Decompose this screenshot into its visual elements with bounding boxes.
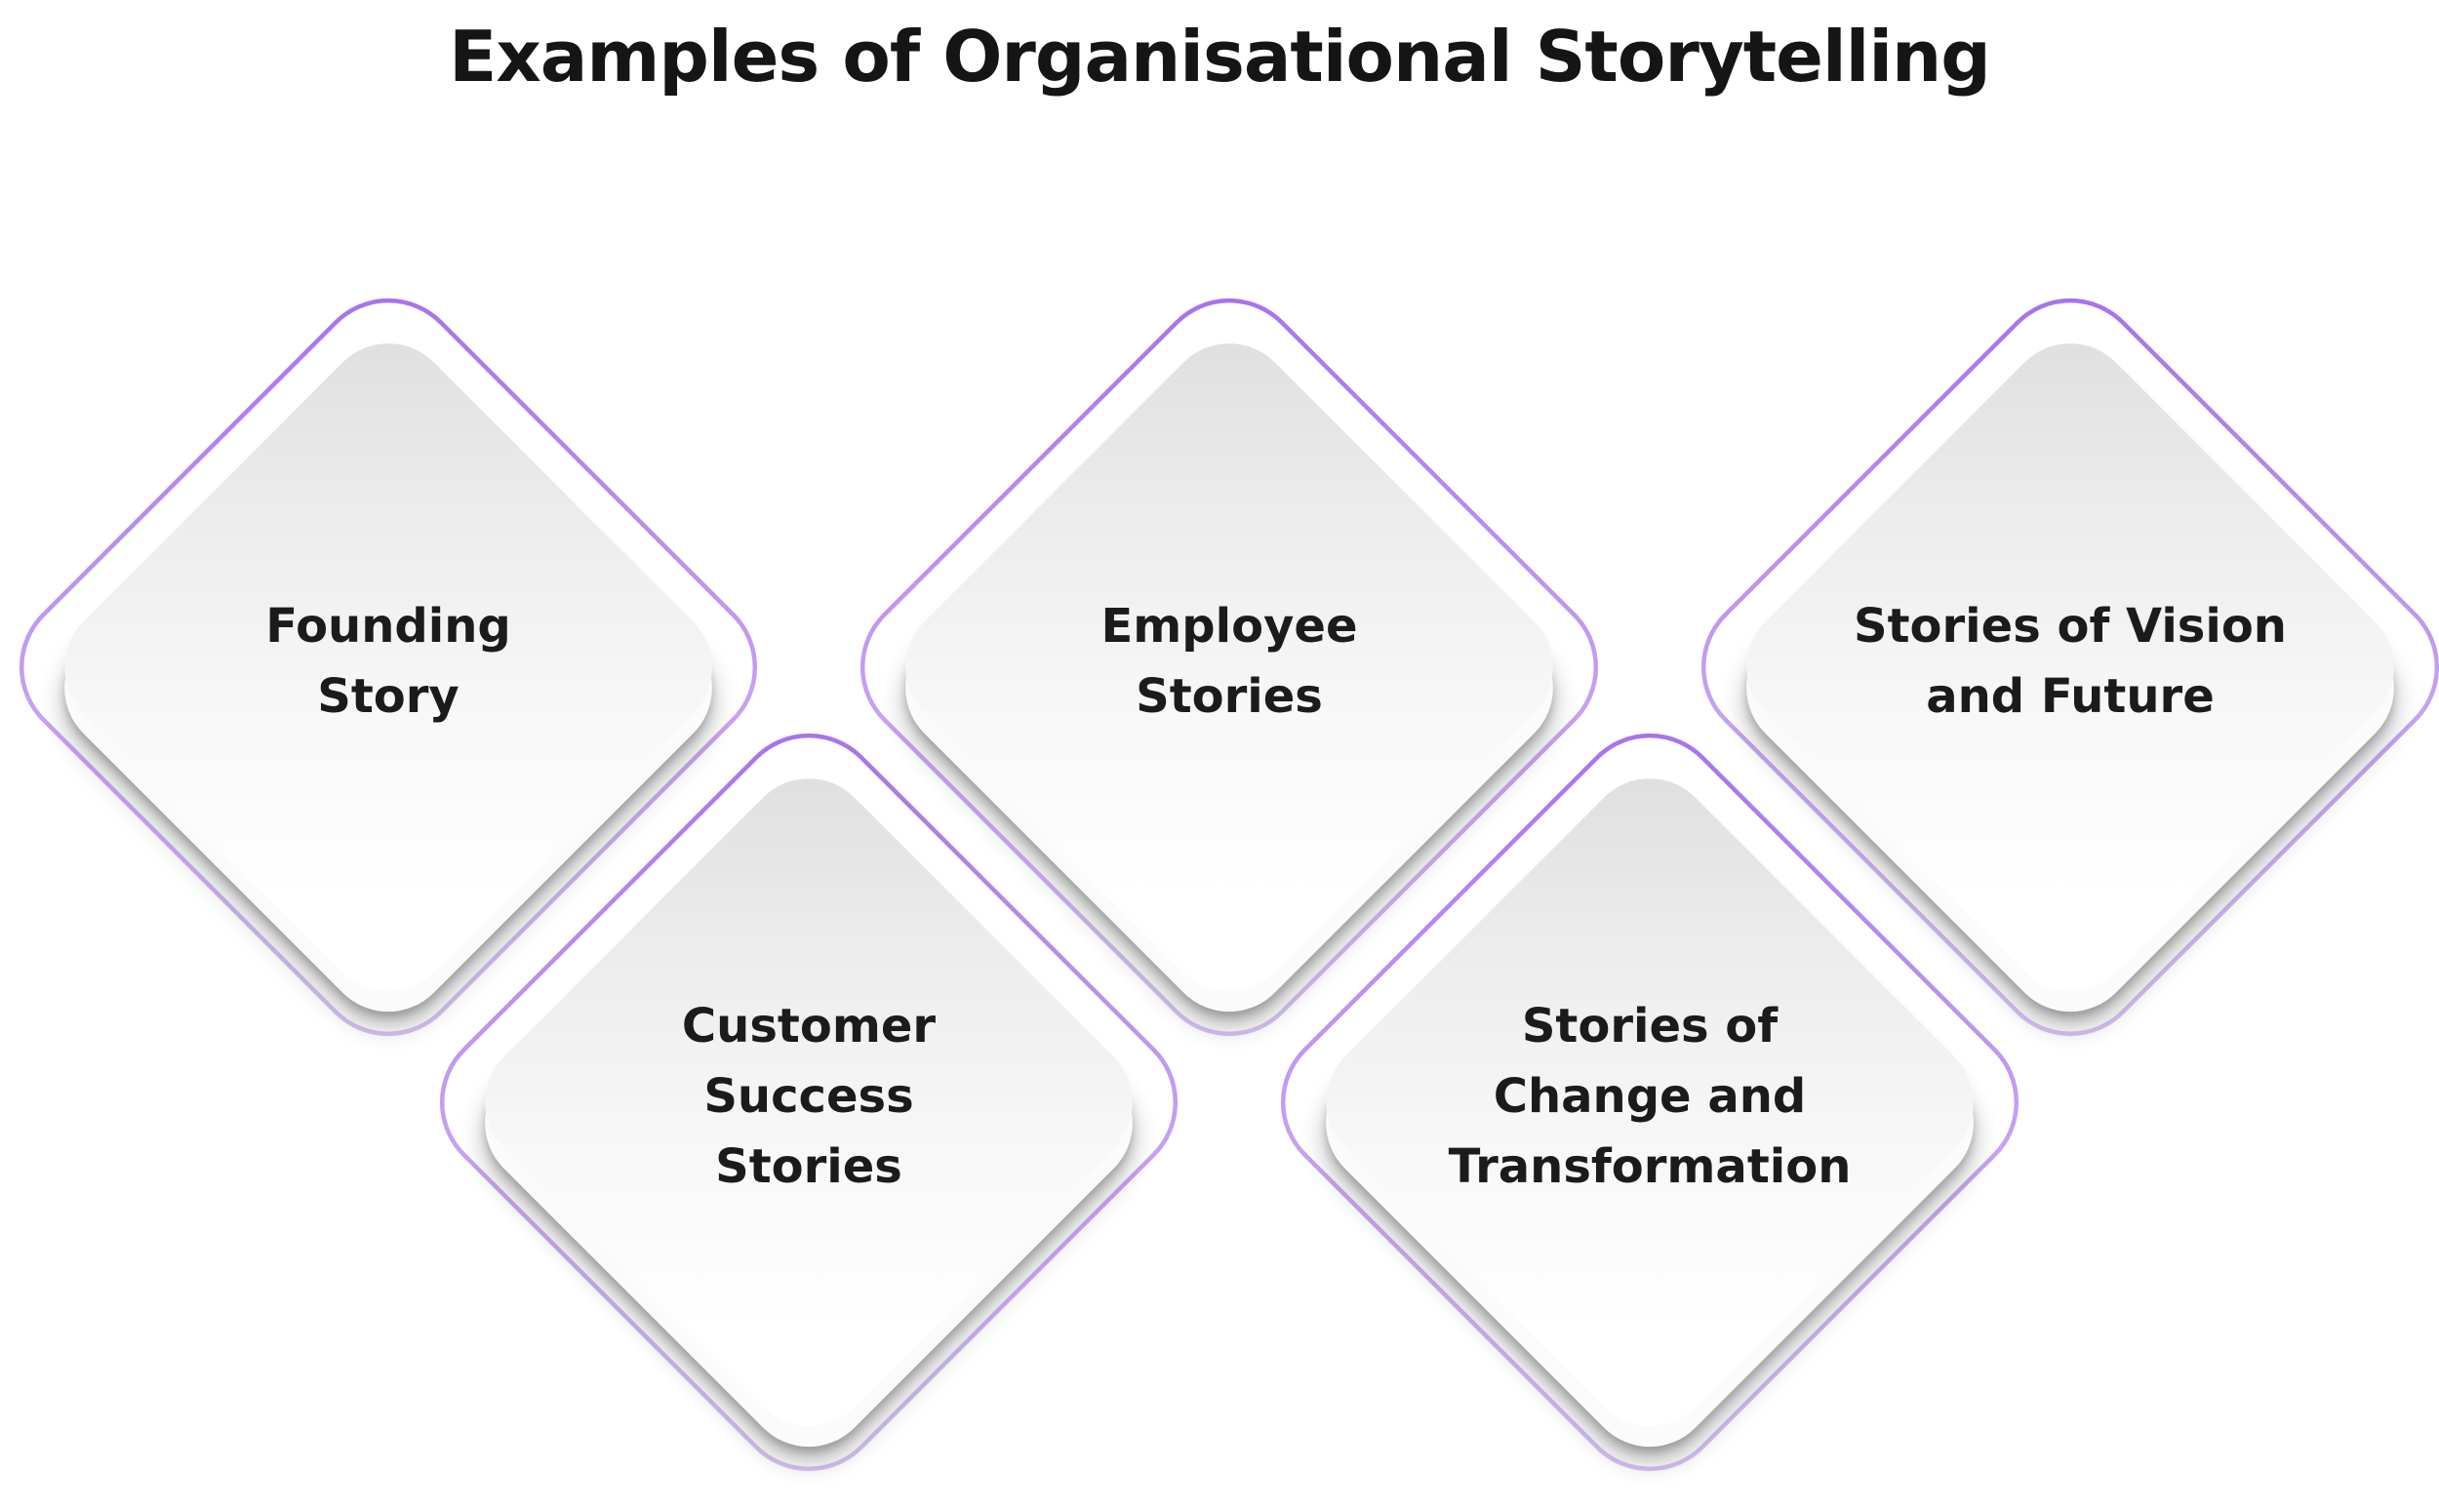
card-label: Customer Success Stories (681, 999, 937, 1194)
card-label: Founding Story (265, 599, 511, 724)
page-title: Examples of Organisational Storytelling (449, 16, 1991, 98)
card-label: Stories of Vision and Future (1854, 599, 2287, 724)
card-label: Employee Stories (1100, 599, 1358, 724)
card-label: Stories of Change and Transformation (1448, 999, 1852, 1194)
